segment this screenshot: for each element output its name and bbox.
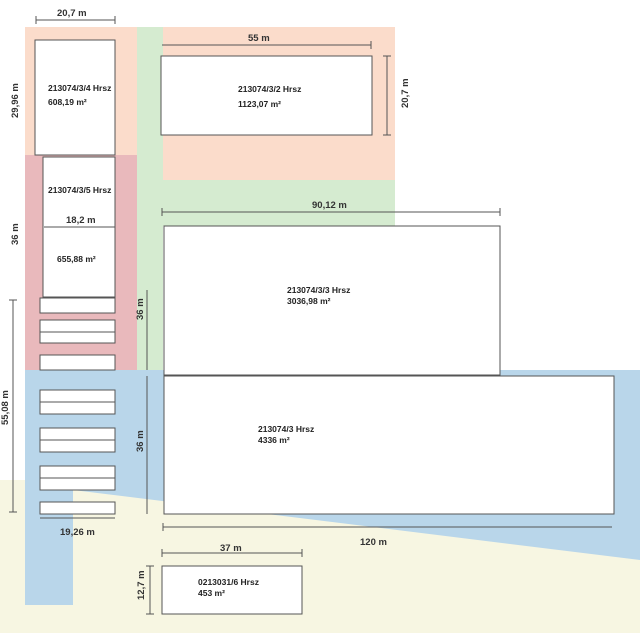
dim-main-width: 120 m [360,537,387,548]
svg-text:453 m²: 453 m² [198,588,225,598]
dim-b2-width: 55 m [248,33,270,44]
dim-b6-width: 37 m [220,543,242,554]
dim-b6-height: 12,7 m [136,570,147,600]
dim-top-left-width: 20,7 m [57,8,87,19]
dim-parking-height: 55,08 m [0,390,11,425]
svg-text:1123,07 m²: 1123,07 m² [238,99,281,109]
svg-text:213074/3/2 Hrsz: 213074/3/2 Hrsz [238,84,301,94]
dim-b3-height: 36 m [135,298,146,320]
dim-b3-width: 90,12 m [312,200,347,211]
svg-text:213074/3/4 Hrsz: 213074/3/4 Hrsz [48,83,111,93]
parcel-213074-3[interactable]: 213074/3 Hrsz 4336 m² [163,375,615,515]
dim-b2-height: 20,7 m [400,78,411,108]
parcel-213074-3-3[interactable]: 213074/3/3 Hrsz 3036,98 m² [163,225,501,376]
dim-left-height-2: 36 m [10,223,21,245]
svg-text:4336 m²: 4336 m² [258,435,290,445]
svg-text:0213031/6 Hrsz: 0213031/6 Hrsz [198,577,259,587]
zone-green-band [137,180,395,226]
svg-text:3036,98 m²: 3036,98 m² [287,296,331,306]
dimension-lines [9,16,612,615]
parcel-213074-3-2[interactable]: 213074/3/2 Hrsz 1123,07 m² [160,55,373,136]
svg-text:608,19 m²: 608,19 m² [48,97,87,107]
svg-text:213074/3 Hrsz: 213074/3 Hrsz [258,424,314,434]
dim-parking-width: 19,26 m [60,527,95,538]
svg-text:213074/3/3 Hrsz: 213074/3/3 Hrsz [287,285,350,295]
svg-text:213074/3/5 Hrsz: 213074/3/5 Hrsz [48,185,111,195]
dim-left-height-1: 29,96 m [10,83,21,118]
parking-spaces [39,297,116,515]
dim-b5-width: 18,2 m [66,215,96,226]
parcel-0213031-6[interactable]: 0213031/6 Hrsz 453 m² [161,565,303,615]
parcel-213074-3-4[interactable]: 213074/3/4 Hrsz 608,19 m² [34,39,116,156]
svg-text:655,88 m²: 655,88 m² [57,254,96,264]
dim-main-height: 36 m [135,430,146,452]
